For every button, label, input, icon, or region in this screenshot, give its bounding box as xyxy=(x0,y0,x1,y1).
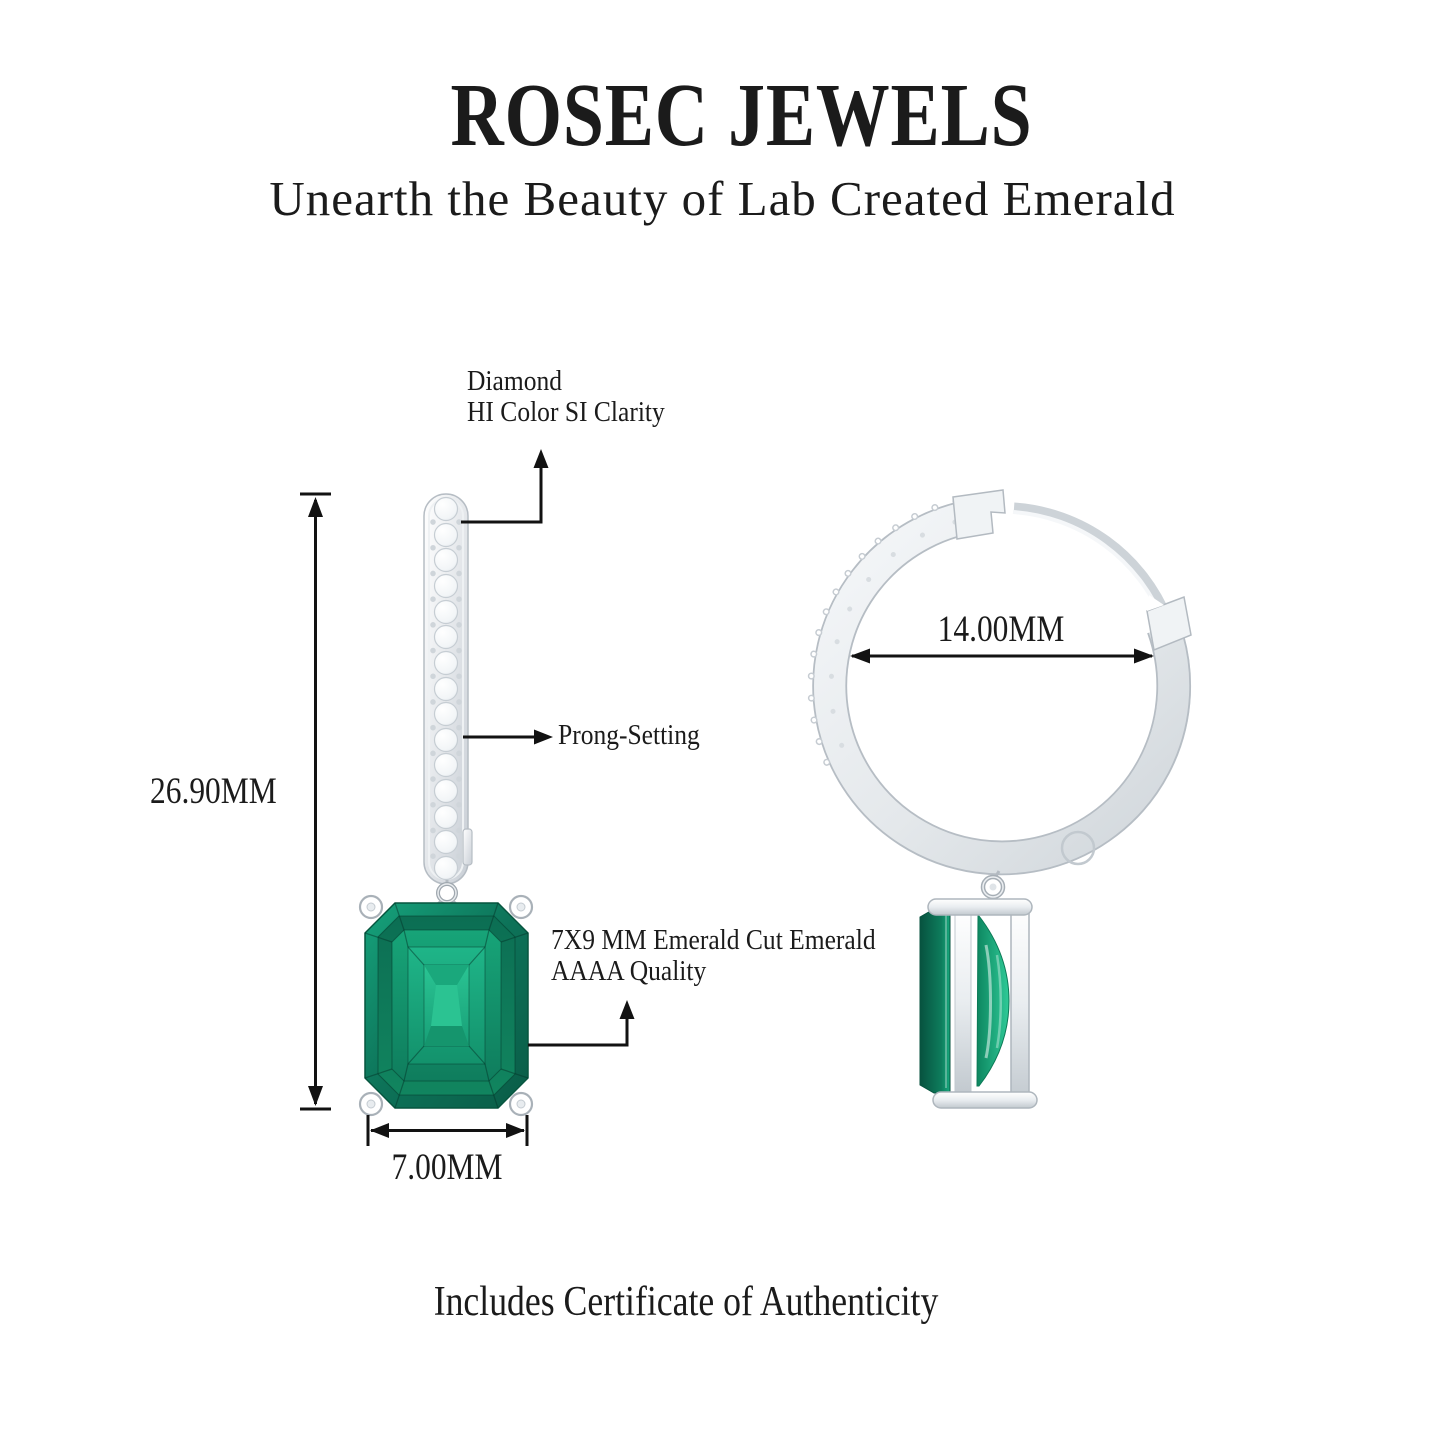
emerald-stone-front xyxy=(364,902,529,1109)
clasp-top xyxy=(952,489,1006,540)
certificate-note: Includes Certificate of Authenticity xyxy=(433,1279,939,1325)
brand-title: ROSEC JEWELS xyxy=(450,66,1033,165)
hinge-dot xyxy=(1060,830,1096,866)
prong-callout-arrow xyxy=(463,729,553,745)
stone-width-measurement: 7.00MM xyxy=(391,1147,503,1188)
earring-front-view xyxy=(807,489,1192,1109)
edge-diamond-dots-inner xyxy=(809,499,958,781)
stone-width-dimension xyxy=(366,1115,529,1146)
pavilion-lens xyxy=(976,915,1010,1087)
diamond-callout-line1: Diamond xyxy=(467,365,562,397)
emerald-stone-side xyxy=(919,898,1038,1109)
hoop-diameter-dimension xyxy=(850,648,1154,664)
pavilion-streak xyxy=(984,944,992,1059)
pavilion-streak-2 xyxy=(995,954,1002,1049)
bail xyxy=(436,882,458,904)
basket-right-post xyxy=(1010,904,1030,1103)
hoop-diameter-measurement: 14.00MM xyxy=(937,609,1065,650)
clasp-notch xyxy=(1147,595,1164,611)
basket-bottom-bar xyxy=(932,1091,1038,1109)
basket-top-bar xyxy=(927,898,1033,916)
callout-arrows xyxy=(461,449,635,1047)
dimension-lines xyxy=(300,492,1154,1146)
diamond-callout-line2: HI Color SI Clarity xyxy=(467,396,665,429)
stone-callout-line2: AAAA Quality xyxy=(551,955,707,988)
drop-height-measurement: 26.90MM xyxy=(150,771,277,812)
hoop-band-outer-edge xyxy=(812,497,1192,876)
stone-prongs xyxy=(358,894,534,1117)
pave-diamonds xyxy=(433,496,459,881)
tagline: Unearth the Beauty of Lab Created Emeral… xyxy=(269,171,1176,226)
clasp-hinge-tab xyxy=(462,828,473,866)
earring-side-view xyxy=(358,493,534,1117)
diamond-callout: Diamond HI Color SI Clarity xyxy=(467,365,665,429)
facet-lines xyxy=(364,902,529,1109)
stone-callout-arrow xyxy=(528,1000,635,1047)
hoop-band xyxy=(814,498,1191,875)
height-dimension xyxy=(300,492,331,1111)
hoop-wire xyxy=(1013,502,1173,622)
hoop-band-inner-edge xyxy=(845,530,1159,843)
prong-setting-callout: Prong-Setting xyxy=(558,719,700,751)
clasp-right xyxy=(1146,595,1192,652)
basket-mid-post xyxy=(954,908,972,1094)
bail xyxy=(980,874,1006,900)
diamond-callout-arrow xyxy=(461,449,549,524)
stone-callout: 7X9 MM Emerald Cut Emerald AAAA Quality xyxy=(551,924,876,988)
stone-callout-line1: 7X9 MM Emerald Cut Emerald xyxy=(551,924,876,956)
